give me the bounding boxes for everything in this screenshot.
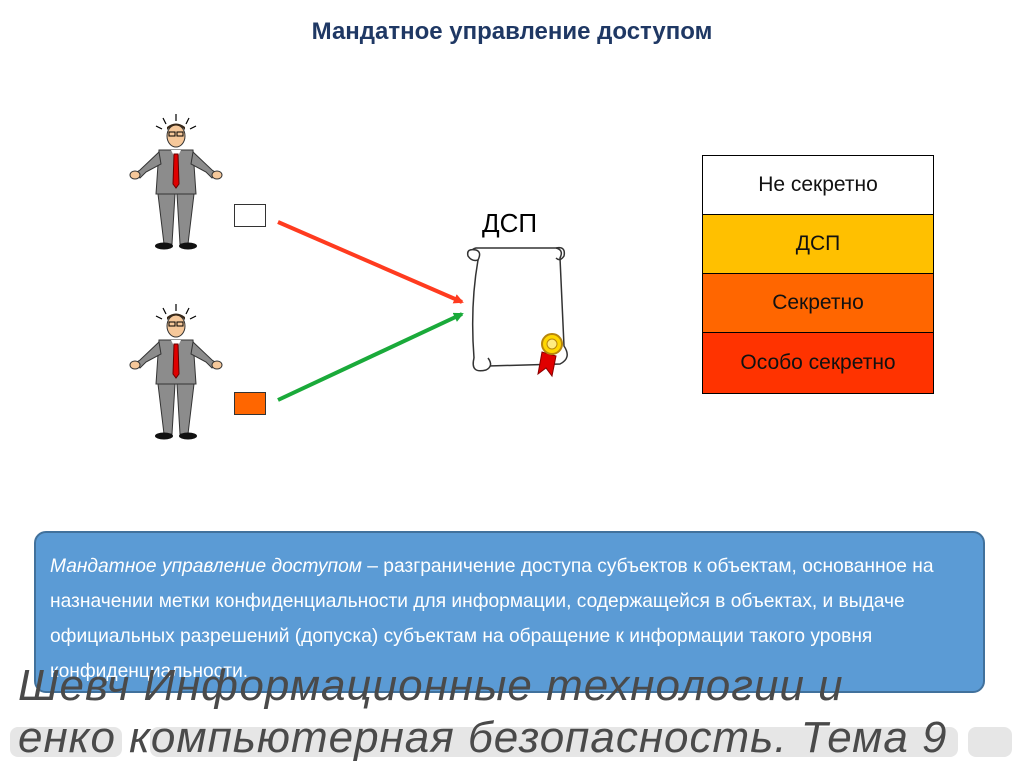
person-icon-subject-1 <box>129 114 223 250</box>
document-label: ДСП <box>482 208 538 238</box>
level-row: Секретно <box>703 274 933 333</box>
definition-term: Мандатное управление доступом <box>50 556 362 577</box>
subject-1-arrow <box>277 220 464 304</box>
level-row: Не секретно <box>703 156 933 215</box>
level-row: ДСП <box>703 215 933 274</box>
definition-text: – разграничение доступа субъектов к объе… <box>50 556 934 682</box>
scroll-document-icon <box>466 246 568 378</box>
subject-1-clearance-label <box>234 204 266 227</box>
footer-line-2: енко компьютерная безопасность. Тема 9 <box>18 713 948 762</box>
level-label: Секретно <box>772 291 864 314</box>
footer-line-1: Шевч Информационные технологии и <box>18 661 844 710</box>
level-label: Не секретно <box>758 173 878 196</box>
level-row: Особо секретно <box>703 333 933 393</box>
subject-2-arrow <box>277 312 464 402</box>
footer: Шевч Информационные технологии и енко ко… <box>0 655 1024 767</box>
definition-box: Мандатное управление доступом – разграни… <box>34 531 985 693</box>
level-label: Особо секретно <box>740 351 896 374</box>
page-title: Мандатное управление доступом <box>311 18 713 45</box>
classification-levels-table: Не секретно ДСП Секретно Особо секретно <box>702 155 934 394</box>
level-label: ДСП <box>795 232 841 255</box>
person-icon-subject-2 <box>129 304 223 440</box>
subject-2-clearance-label <box>234 392 266 415</box>
